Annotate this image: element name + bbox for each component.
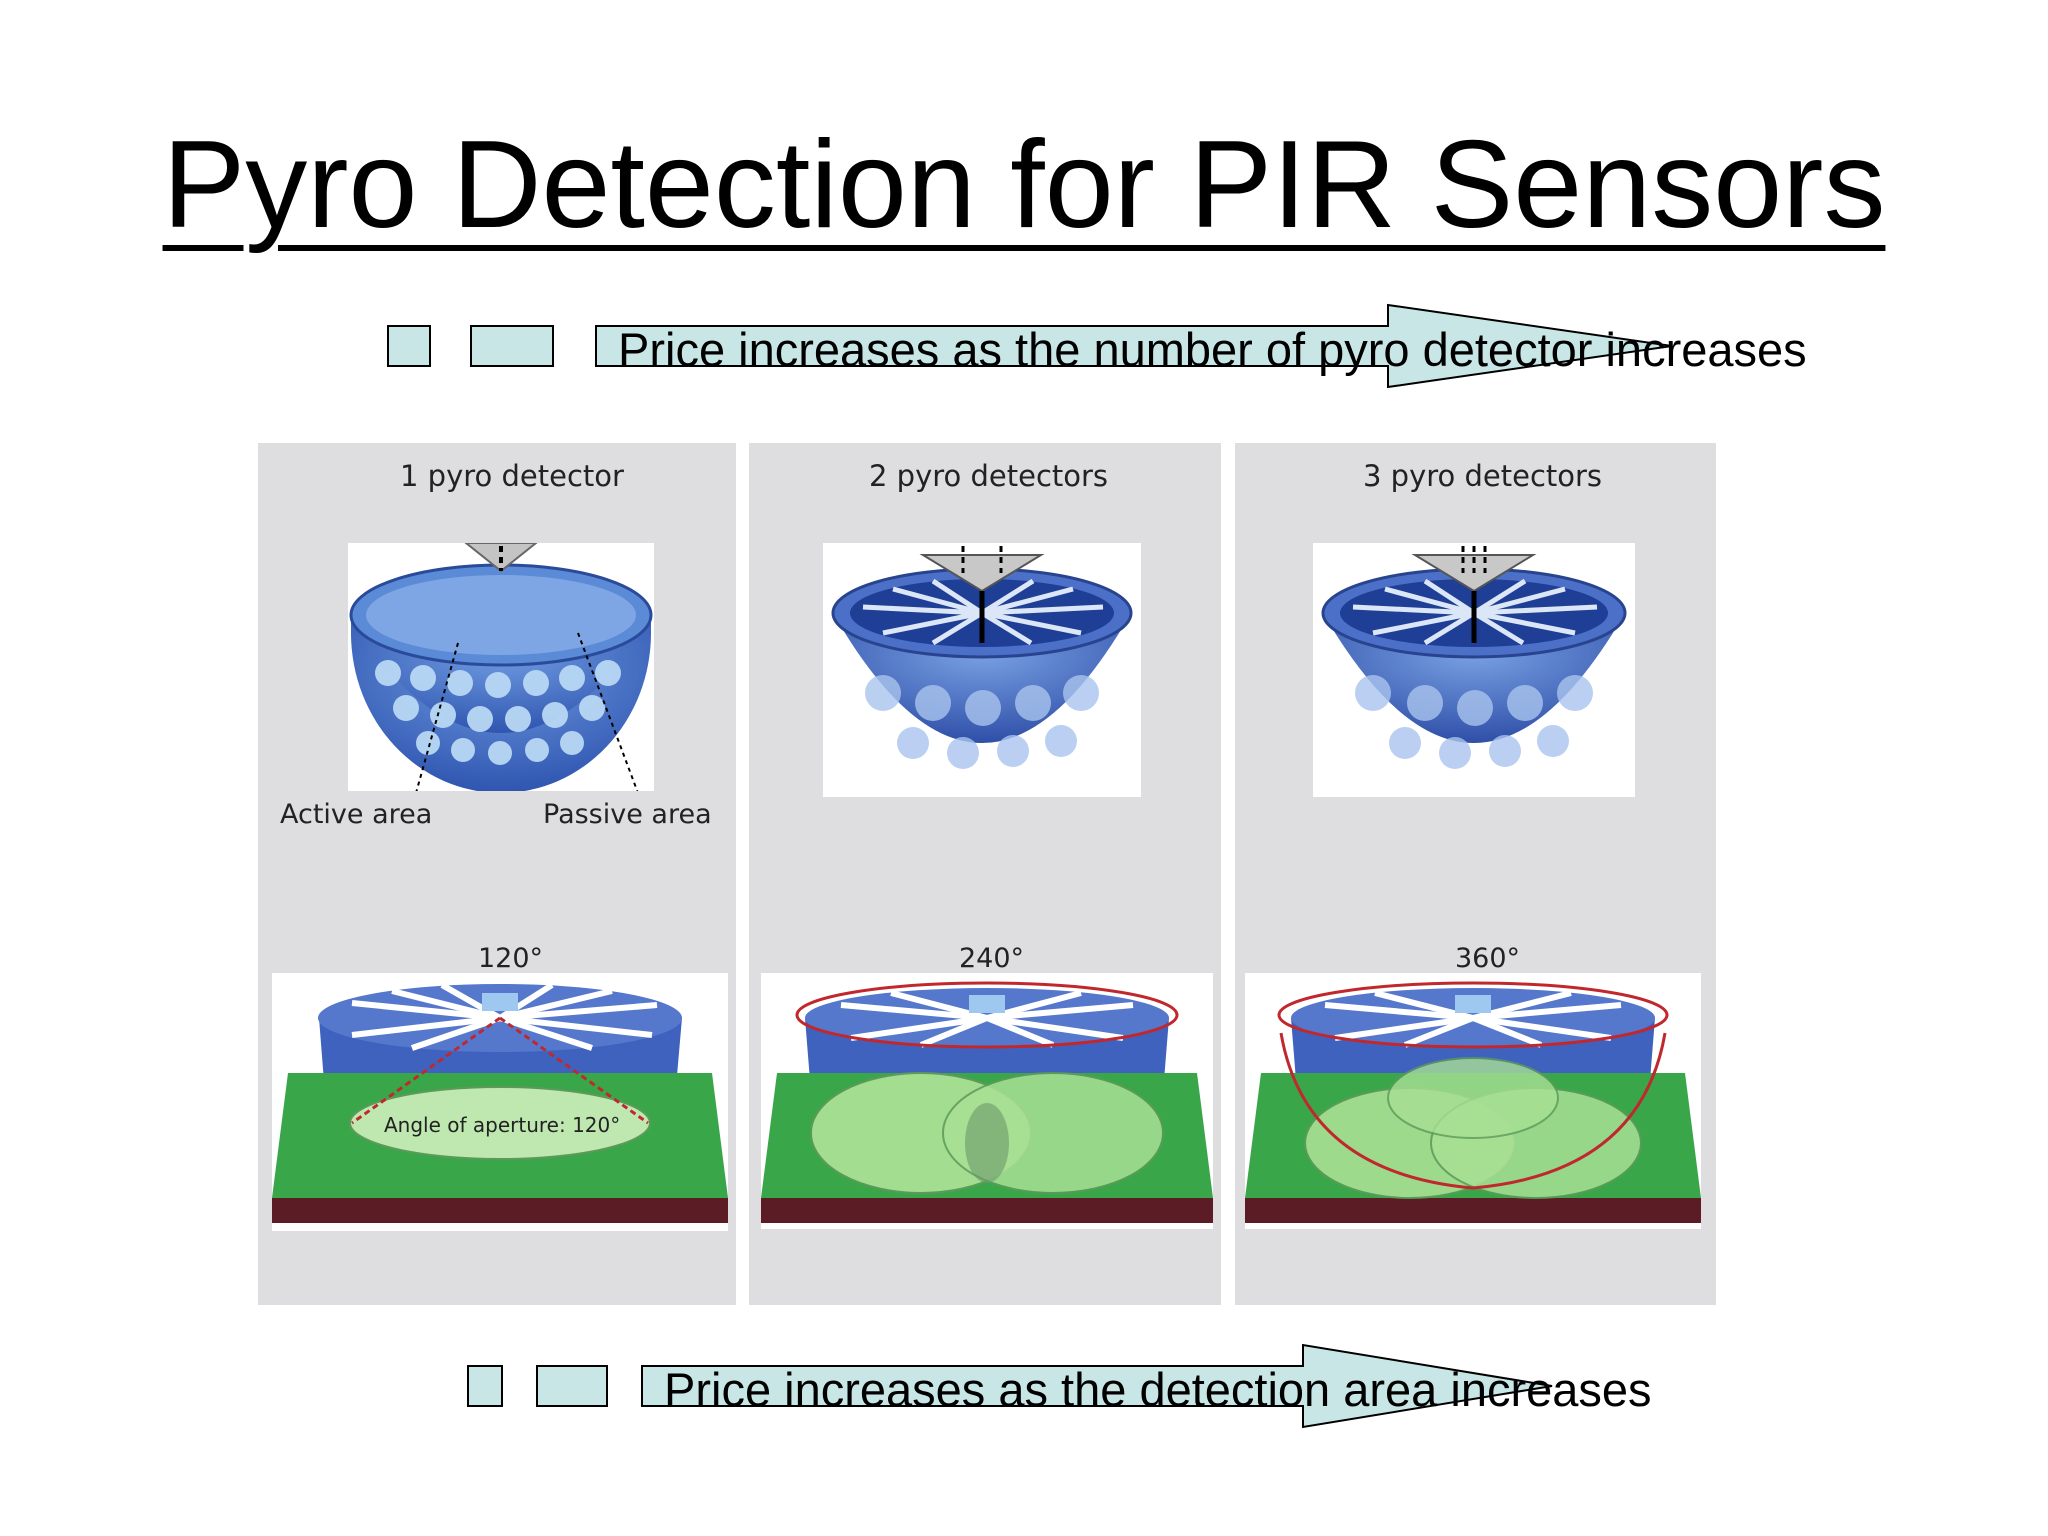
coverage-2-graphic [761, 973, 1213, 1229]
panel-2-angle: 240° [959, 943, 1024, 974]
panel-2-bottom-image [761, 973, 1213, 1229]
price-arrow-bottom: Price increases as the detection area in… [460, 1340, 1760, 1440]
panel-1-pyro: 1 pyro detector [258, 443, 736, 1305]
pyro-figure: 1 pyro detector [258, 443, 1716, 1305]
dome-3-graphic [1313, 543, 1635, 797]
dome-2-graphic [823, 543, 1141, 797]
panel-3-bottom-image [1245, 973, 1701, 1229]
panel-2-caption: 2 pyro detectors [869, 459, 1108, 493]
coverage-3-graphic [1245, 973, 1701, 1229]
panel-1-angle: 120° [478, 943, 543, 974]
coverage-1-graphic [272, 973, 728, 1231]
dome-1-graphic [348, 543, 654, 791]
price-arrow-top: Price increases as the number of pyro de… [380, 300, 1980, 400]
arrow-top-text: Price increases as the number of pyro de… [618, 322, 1807, 377]
panel-1-bottom-image: Angle of aperture: 120° [272, 973, 728, 1231]
panel-3-top-image [1313, 543, 1635, 797]
panel-3-caption: 3 pyro detectors [1363, 459, 1602, 493]
arrow-bottom-text: Price increases as the detection area in… [664, 1362, 1652, 1417]
passive-area-label: Passive area [543, 799, 712, 830]
panel-3-pyro: 3 pyro detectors [1235, 443, 1716, 1305]
slide-title: Pyro Detection for PIR Sensors [0, 110, 2048, 260]
panel-1-top-image [348, 543, 654, 791]
panel-1-caption: 1 pyro detector [400, 459, 624, 493]
panel-2-top-image [823, 543, 1141, 797]
active-area-label: Active area [280, 799, 432, 830]
aperture-label: Angle of aperture: 120° [384, 1113, 620, 1137]
panel-2-pyro: 2 pyro detectors [749, 443, 1221, 1305]
panel-3-angle: 360° [1455, 943, 1520, 974]
